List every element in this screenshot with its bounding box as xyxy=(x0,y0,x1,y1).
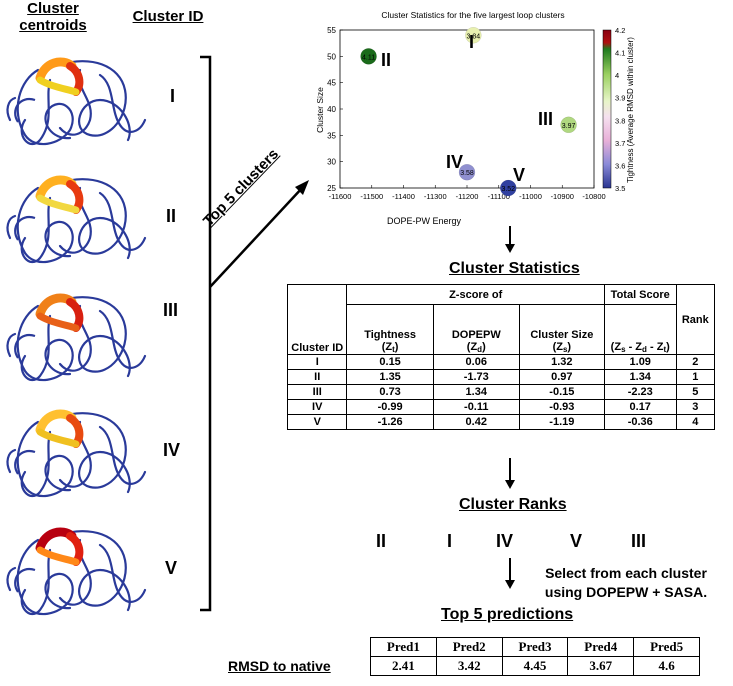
data-point-IV xyxy=(458,163,476,181)
data-point-label: 3.58 xyxy=(460,170,474,177)
cluster-id-5: V xyxy=(165,558,178,578)
data-point-label: 3.97 xyxy=(562,123,576,130)
data-point-II xyxy=(360,48,377,65)
down-arrow-2 xyxy=(505,458,515,489)
colorbar-tick-label: 4.2 xyxy=(615,26,625,35)
down-arrow-3 xyxy=(505,558,515,589)
y-tick-label: 30 xyxy=(327,158,336,167)
predictions-title: Top 5 predictions xyxy=(441,606,574,623)
total-score-header: Total Score xyxy=(603,284,677,305)
x-axis-label: DOPE-PW Energy xyxy=(387,216,462,226)
x-tick-label: -11300 xyxy=(424,192,447,201)
col-dopepw: DOPEPW (Zd) xyxy=(432,304,520,355)
cluster-bracket xyxy=(200,55,212,612)
stats-title: Cluster Statistics xyxy=(449,260,580,277)
rank-order-1: II xyxy=(376,531,387,551)
ranks-title: Cluster Ranks xyxy=(459,496,567,513)
rank-order-2: I xyxy=(447,531,453,551)
cluster-centroid-3 xyxy=(6,293,147,382)
data-point-label: 3.84 xyxy=(467,33,481,40)
rank-order-5: III xyxy=(631,531,647,551)
cluster-centroid-2 xyxy=(6,175,147,264)
rmsd-label: RMSD to native xyxy=(228,658,331,674)
plot-area xyxy=(339,29,595,189)
colorbar xyxy=(602,29,612,189)
cluster-centroid-4 xyxy=(6,409,147,498)
col-rank: Rank xyxy=(675,284,716,355)
col-tightness: Tightness (Zt) xyxy=(346,304,434,355)
y-tick-label: 35 xyxy=(327,131,336,140)
y-tick-label: 40 xyxy=(327,105,336,114)
cluster-id-header: Cluster ID xyxy=(132,8,204,25)
cluster-id-4: IV xyxy=(163,440,181,460)
col-formula: (Zs - Zd - Zt) xyxy=(603,304,677,355)
y-tick-label: 55 xyxy=(327,26,336,35)
protein-structures xyxy=(6,57,147,616)
x-tick-label: -11000 xyxy=(519,192,542,201)
y-tick-label: 50 xyxy=(327,52,336,61)
y-tick-label: 25 xyxy=(327,184,336,193)
colorbar-tick-label: 3.5 xyxy=(615,184,625,193)
x-tick-label: -11600 xyxy=(329,192,352,201)
colorbar-tick-label: 3.8 xyxy=(615,116,625,125)
colorbar-tick-label: 4 xyxy=(615,71,619,80)
data-point-III xyxy=(560,116,577,134)
colorbar-tick-label: 3.7 xyxy=(615,139,625,148)
point-label-5: V xyxy=(513,165,526,185)
top5-arrow xyxy=(209,180,309,288)
x-tick-label: -11400 xyxy=(392,192,415,201)
down-arrow-1 xyxy=(505,226,515,253)
data-point-label: 3.52 xyxy=(501,186,515,193)
point-label-3: III xyxy=(538,109,554,129)
zscore-header: Z-score of xyxy=(346,284,605,305)
colorbar-label: Tightness (Average RMSD within cluster) xyxy=(626,37,635,183)
rank-order-3: IV xyxy=(496,531,514,551)
select-instruction: Select from each cluster using DOPEPW + … xyxy=(544,565,708,600)
cluster-centroid-1 xyxy=(6,57,147,146)
data-point-label: 4.11 xyxy=(362,54,375,61)
cluster-id-1: I xyxy=(170,86,176,106)
chart-title: Cluster Statistics for the five largest … xyxy=(381,10,564,20)
point-label-2: II xyxy=(381,50,392,70)
point-label-1: I xyxy=(469,32,475,52)
col-cluster-id: Cluster ID xyxy=(286,284,348,355)
x-tick-label: -10800 xyxy=(582,192,605,201)
colorbar-tick-label: 3.9 xyxy=(615,94,625,103)
x-tick-label: -11500 xyxy=(360,192,383,201)
y-axis-label: Cluster Size xyxy=(315,87,325,133)
point-label-4: IV xyxy=(446,152,464,172)
data-point-V xyxy=(500,179,517,197)
scatter-chart: Cluster Statistics for the five largest … xyxy=(315,10,635,226)
col-cluster-size: Cluster Size (Zs) xyxy=(518,304,605,355)
cluster-id-3: III xyxy=(163,300,179,320)
x-tick-label: -11100 xyxy=(488,192,510,201)
y-tick-label: 45 xyxy=(327,79,336,88)
stats-table: Cluster ID Z-score of Total Score Rank T… xyxy=(286,284,716,430)
x-tick-label: -10900 xyxy=(551,192,574,201)
colorbar-tick-label: 4.1 xyxy=(615,49,625,58)
rank-order-4: V xyxy=(570,531,583,551)
centroids-header: Cluster centroids xyxy=(19,0,87,34)
data-point-I xyxy=(465,27,482,44)
cluster-centroid-5 xyxy=(6,527,147,616)
cluster-id-2: II xyxy=(166,206,177,226)
x-tick-label: -11200 xyxy=(456,192,479,201)
colorbar-tick-label: 3.6 xyxy=(615,161,625,170)
